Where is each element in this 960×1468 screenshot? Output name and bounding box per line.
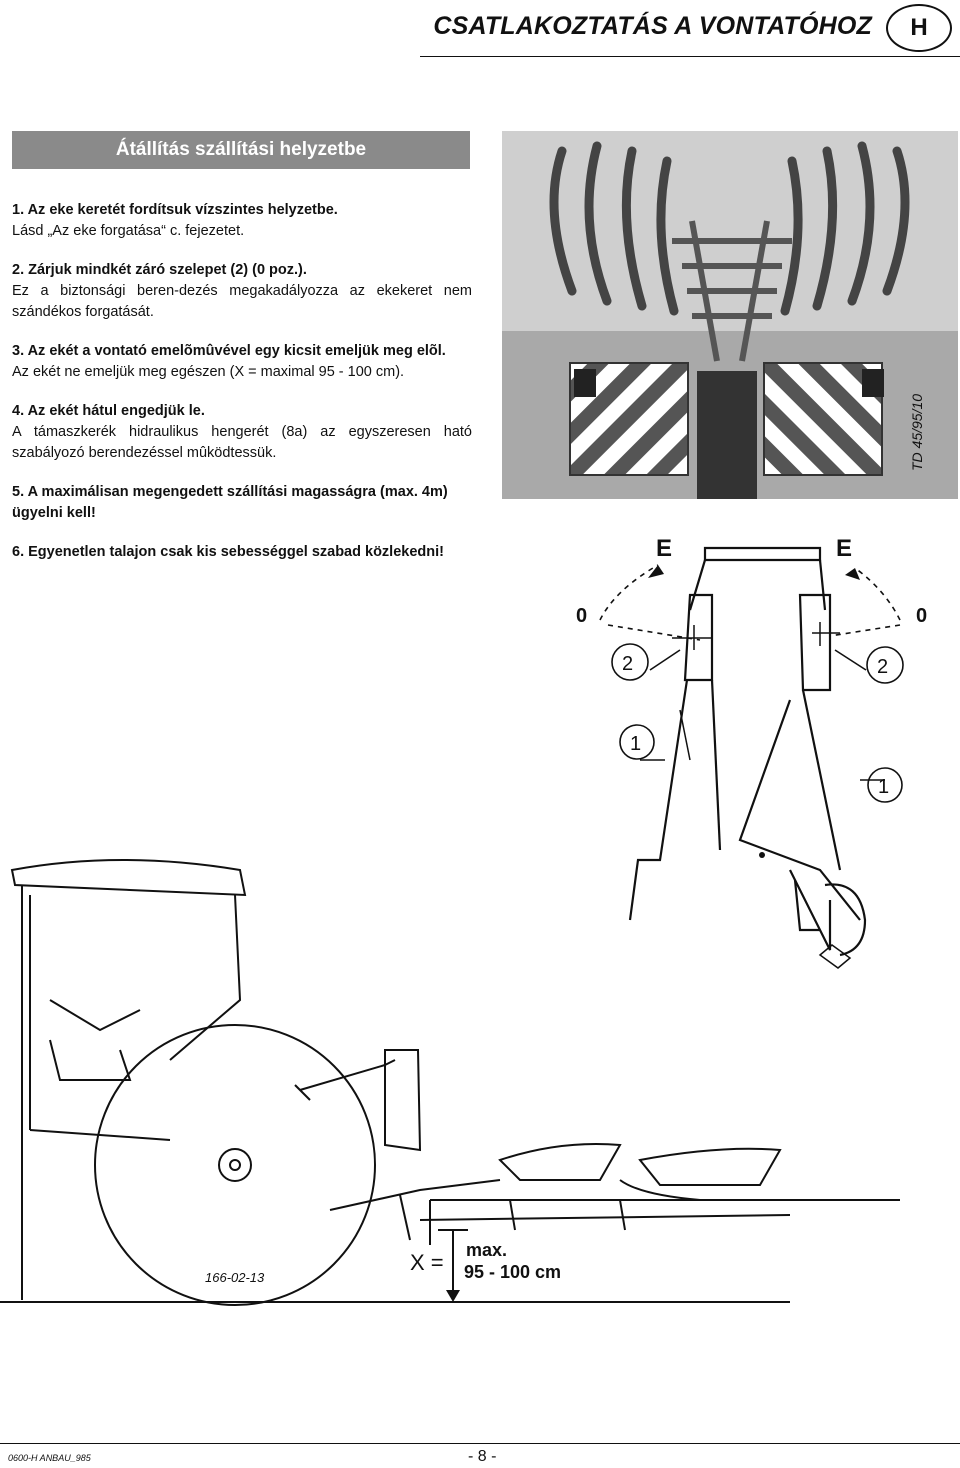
step-2: 2. Zárjuk mindkét záró szelepet (2) (0 p…: [12, 260, 472, 323]
plough-photo-drawing: TD 45/95/10: [502, 131, 958, 499]
valve-label-1-left: 1: [630, 733, 641, 755]
plough-photo: TD 45/95/10: [502, 131, 958, 499]
step-title: 2. Zárjuk mindkét záró szelepet (2) (0 p…: [12, 262, 307, 278]
step-title: 6. Egyenetlen talajon csak kis sebességg…: [12, 544, 444, 560]
valve-label-2-right: 2: [877, 656, 888, 678]
step-title: 4. Az ekét hátul engedjük le.: [12, 403, 205, 419]
step-text: Ez a biztonsági beren-dezés megakadályoz…: [12, 283, 472, 320]
valve-label-e-right: E: [836, 535, 852, 562]
valve-label-0-left: 0: [576, 605, 587, 627]
photo-code: TD 45/95/10: [909, 394, 925, 471]
valve-label-1-right: 1: [878, 776, 889, 798]
step-title: 5. A maximálisan megengedett szállítási …: [12, 484, 448, 521]
footer-code: 0600-H ANBAU_985: [8, 1453, 91, 1463]
footer-rule: [0, 1443, 960, 1444]
max-label: max.: [466, 1240, 507, 1260]
step-6: 6. Egyenetlen talajon csak kis sebességg…: [12, 542, 472, 563]
step-title: 3. Az ekét a vontató emelõmûvével egy ki…: [12, 343, 446, 359]
language-badge: H: [886, 4, 952, 52]
x-label: X =: [410, 1250, 444, 1275]
instructions: 1. Az eke keretét fordítsuk vízszintes h…: [12, 200, 472, 581]
valve-label-0-right: 0: [916, 605, 927, 627]
step-5: 5. A maximálisan megengedett szállítási …: [12, 482, 472, 524]
page-number: - 8 -: [468, 1448, 497, 1465]
step-3: 3. Az ekét a vontató emelõmûvével egy ki…: [12, 341, 472, 383]
section-banner: Átállítás szállítási helyzetbe: [12, 131, 470, 169]
valve-label-2-left: 2: [622, 653, 633, 675]
range-label: 95 - 100 cm: [464, 1262, 561, 1282]
step-text: Lásd „Az eke forgatása“ c. fejezetet.: [12, 223, 245, 239]
step-4: 4. Az ekét hátul engedjük le. A támaszke…: [12, 401, 472, 464]
header-title: CSATLAKOZTATÁS A VONTATÓHOZ: [433, 12, 872, 40]
step-text: A támaszkerék hidraulikus hengerét (8a) …: [12, 424, 472, 461]
header-rule: [420, 56, 960, 57]
step-title: 1. Az eke keretét fordítsuk vízszintes h…: [12, 202, 338, 218]
valve-label-e-left: E: [656, 535, 672, 562]
step-text: Az ekét ne emeljük meg egészen (X = maxi…: [12, 364, 405, 380]
step-1: 1. Az eke keretét fordítsuk vízszintes h…: [12, 200, 472, 242]
tractor-diagram-code: 166-02-13: [205, 1270, 265, 1285]
